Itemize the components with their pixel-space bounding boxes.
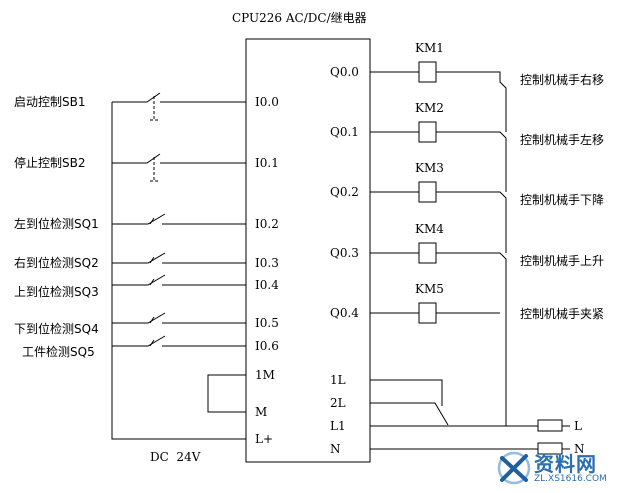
sb2-button-contact: [112, 153, 246, 182]
q02-rung: [370, 181, 507, 216]
sb1-button-contact: [112, 92, 246, 121]
terminal-1l: 1L: [330, 373, 346, 387]
input-label-sq2: 右到位检测SQ2: [14, 256, 99, 270]
coil-km3: KM3: [415, 161, 444, 175]
terminal-lplus: L+: [255, 432, 274, 446]
terminal-q02: Q0.2: [330, 185, 359, 199]
watermark-url: ZL.XS1616.COM: [534, 474, 607, 484]
terminal-2l: 2L: [330, 396, 346, 410]
terminal-q01: Q0.1: [330, 125, 359, 139]
output-label-km3: 控制机械手下降: [520, 193, 605, 207]
watermark-logo-icon: [497, 451, 531, 485]
terminal-n: N: [330, 442, 341, 456]
q04-rung: [370, 302, 500, 324]
1l-wire: [370, 379, 443, 406]
terminal-q03: Q0.3: [330, 246, 359, 260]
supply-l: L: [574, 419, 582, 433]
coil-km1: KM1: [415, 41, 444, 55]
terminal-i04: I0.4: [255, 278, 279, 292]
watermark-brand: 资料网: [534, 452, 597, 476]
sq1-contact: [112, 213, 246, 225]
output-label-km2: 控制机械手左移: [520, 133, 605, 147]
terminal-i05: I0.5: [255, 316, 279, 330]
input-common-bus: [111, 102, 246, 440]
sq2-contact: [112, 252, 246, 264]
2l-wire: [370, 402, 449, 426]
1m-m-link: [207, 374, 246, 413]
diagram-title: CPU226 AC/DC/继电器: [232, 11, 367, 25]
terminal-i00: I0.0: [255, 95, 279, 109]
fuse-l: [537, 419, 563, 432]
input-label-sq3: 上到位检测SQ3: [14, 285, 99, 299]
input-label-sb1: 启动控制SB1: [14, 95, 86, 109]
watermark: 资料网 ZL.XS1616.COM: [492, 446, 626, 490]
input-label-sq1: 左到位检测SQ1: [14, 217, 99, 231]
terminal-m: M: [255, 405, 268, 419]
terminal-i03: I0.3: [255, 256, 279, 270]
terminal-l1: L1: [330, 419, 346, 433]
terminal-1m: 1M: [255, 368, 275, 382]
supply-n: N: [574, 442, 585, 456]
sq3-contact: [112, 274, 246, 286]
dc-voltage-label: DC 24V: [150, 450, 201, 464]
terminal-i06: I0.6: [255, 339, 279, 353]
coil-km2: KM2: [415, 101, 444, 115]
input-label-sq4: 下到位检测SQ4: [14, 322, 99, 336]
terminal-i01: I0.1: [255, 156, 279, 170]
coil-km5: KM5: [415, 282, 444, 296]
q03-rung: [370, 242, 507, 277]
coil-km4: KM4: [415, 222, 444, 236]
input-label-sb2: 停止控制SB2: [14, 156, 86, 170]
input-label-sq5: 工件检测SQ5: [22, 345, 95, 359]
sq5-contact: [112, 335, 246, 347]
output-label-km5: 控制机械手夹紧: [520, 307, 605, 321]
q01-rung: [370, 121, 507, 156]
sq4-contact: [112, 312, 246, 324]
plc-box: [245, 38, 371, 463]
terminal-q00: Q0.0: [330, 65, 359, 79]
output-label-km1: 控制机械手右移: [520, 73, 605, 87]
q00-rung: [370, 61, 507, 96]
output-label-km4: 控制机械手上升: [520, 254, 605, 268]
terminal-i02: I0.2: [255, 217, 279, 231]
terminal-q04: Q0.4: [330, 306, 359, 320]
